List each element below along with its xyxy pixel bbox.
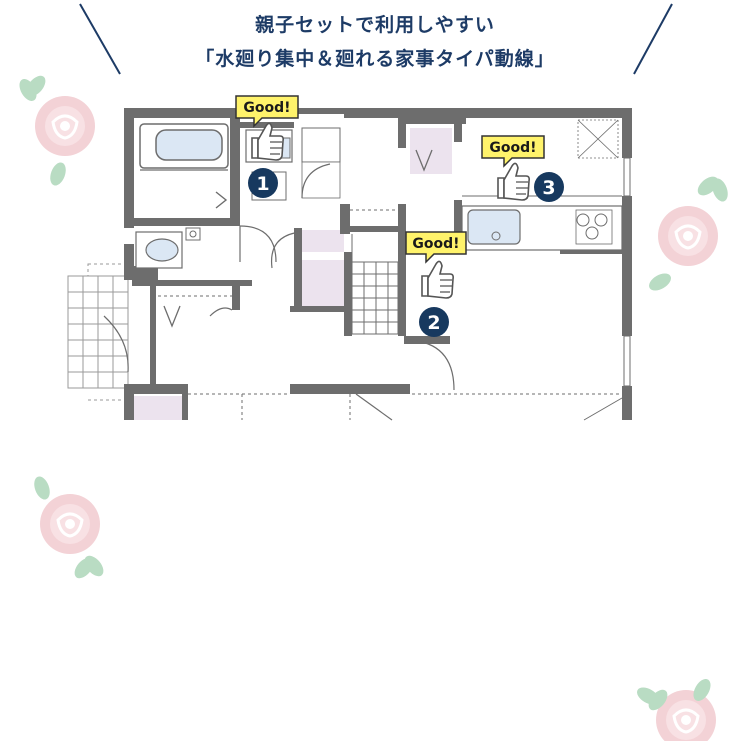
- decor-line-right: [633, 3, 673, 75]
- decor-line-left: [79, 3, 121, 75]
- good-badge-3: Good!: [489, 140, 536, 156]
- floor-plan: [67, 108, 632, 421]
- good-badge-2: Good!: [412, 236, 459, 252]
- heading-line-2: 「水廻り集中＆廻れる家事タイパ動線」: [195, 48, 555, 70]
- step-number-3: 3: [542, 177, 555, 199]
- step-marker-1: [248, 168, 278, 198]
- rose-decoration-1: [15, 72, 97, 188]
- good-callout-3: Good! 3: [481, 135, 564, 202]
- rose-decoration-2: [646, 172, 731, 295]
- good-badge-1: Good!: [243, 100, 290, 116]
- good-callout-1: Good! 1: [235, 95, 299, 198]
- rose-decoration-3: [31, 474, 108, 582]
- heading-line-1: 親子セットで利用しやすい: [255, 14, 495, 36]
- thumbs-up-icon: [251, 122, 285, 161]
- thumbs-up-icon: [421, 260, 455, 299]
- rose-decoration-4: [634, 676, 718, 741]
- step-marker-3: [534, 172, 564, 202]
- good-callout-2: Good! 2: [405, 231, 467, 337]
- step-number-2: 2: [427, 312, 440, 334]
- step-marker-2: [419, 307, 449, 337]
- step-number-1: 1: [256, 173, 269, 195]
- thumbs-up-icon: [497, 162, 531, 201]
